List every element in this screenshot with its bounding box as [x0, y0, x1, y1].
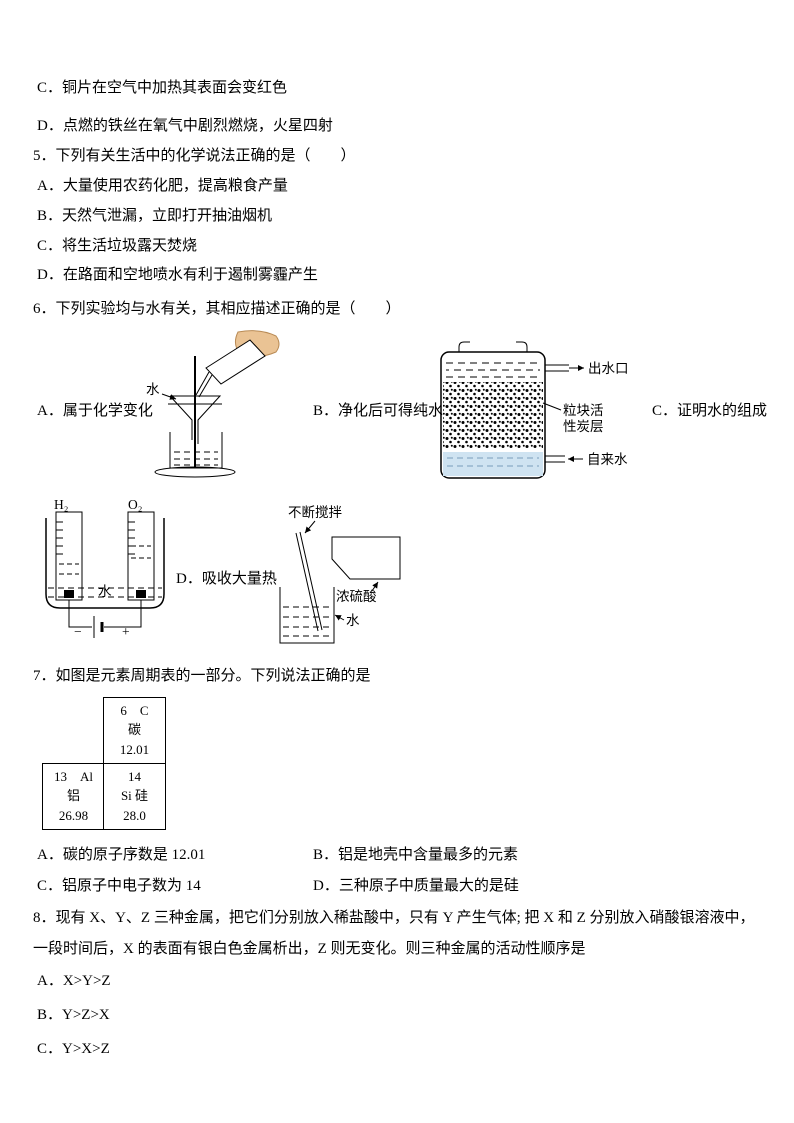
o2-label: O₂	[128, 497, 142, 512]
element-name: 碳	[127, 722, 141, 738]
element-number: 14	[128, 769, 141, 785]
figure-d-caption: D．吸收大量热	[176, 571, 277, 587]
periodic-cell-carbon: 6 C 碳 12.01	[103, 697, 166, 764]
periodic-cell-silicon: 14 Si 硅 28.0	[103, 763, 166, 830]
question-7-option-b: B．铝是地壳中含量最多的元素	[313, 847, 519, 863]
water-label: 水	[346, 613, 360, 628]
filtration-figure: 水	[146, 330, 280, 478]
question-8-option-a: A．X>Y>Z	[37, 973, 111, 989]
electrolysis-figure: H₂ O₂ 水 − +	[45, 497, 165, 639]
purification-figure: 出水口 粒块活 性炭层 自来水	[440, 341, 629, 479]
question-7-option-a: A．碳的原子序数是 12.01	[37, 847, 206, 863]
question-8-stem: 8．现有 X、Y、Z 三种金属，把它们分别放入稀盐酸中，只有 Y 产生气体; 把…	[33, 910, 755, 957]
element-name: 铝	[66, 788, 80, 804]
question-8-option-b: B．Y>Z>X	[37, 1007, 110, 1023]
battery-minus-label: −	[74, 624, 82, 639]
option-line: D．点燃的铁丝在氧气中剧烈燃烧，火星四射	[37, 118, 333, 134]
element-number-symbol: 13 Al	[53, 769, 93, 785]
question-7-option-d: D．三种原子中质量最大的是硅	[313, 878, 519, 894]
question-8-option-c: C．Y>X>Z	[37, 1041, 110, 1057]
question-7-stem: 7．如图是元素周期表的一部分。下列说法正确的是	[33, 668, 371, 684]
carbon-label-line1: 粒块活	[563, 403, 604, 418]
battery-plus-label: +	[122, 624, 130, 639]
element-symbol-name: Si 硅	[120, 788, 149, 804]
water-label: 水	[146, 382, 160, 397]
element-mass: 12.01	[119, 741, 150, 757]
element-mass: 26.98	[58, 807, 89, 823]
question-5-option-b: B．天然气泄漏，立即打开抽油烟机	[37, 208, 273, 224]
periodic-table-figure: 6 C 碳 12.01 13 Al 铝 26.98 14 Si 硅 28.0	[42, 697, 167, 831]
figure-c-caption: C．证明水的组成	[652, 403, 768, 419]
question-6-stem: 6．下列实验均与水有关，其相应描述正确的是（ ）	[33, 301, 401, 317]
figure-a-caption: A．属于化学变化	[37, 403, 153, 419]
question-7-option-c: C．铝原子中电子数为 14	[37, 878, 201, 894]
figure-b-caption: B．净化后可得纯水	[313, 403, 444, 419]
activated-carbon-layer	[443, 382, 543, 448]
tap-water-label: 自来水	[587, 452, 628, 467]
question-5-stem: 5．下列有关生活中的化学说法正确的是（ ）	[33, 148, 356, 164]
stirring-label: 不断搅拌	[288, 505, 342, 520]
question-5-option-a: A．大量使用农药化肥，提高粮食产量	[37, 178, 288, 194]
h2-label: H₂	[54, 497, 68, 512]
carbon-label-line2: 性炭层	[563, 419, 604, 434]
question-5-option-d: D．在路面和空地喷水有利于遏制雾霾产生	[37, 267, 318, 283]
water-label: 水	[98, 584, 112, 599]
option-line: C．铜片在空气中加热其表面会变红色	[37, 80, 288, 96]
outlet-label: 出水口	[588, 361, 629, 376]
tap-water-layer	[443, 452, 543, 476]
element-number-symbol: 6 C	[120, 703, 149, 719]
question-5-option-c: C．将生活垃圾露天焚烧	[37, 238, 198, 254]
dilution-figure: 不断搅拌 浓硫酸 水	[279, 505, 401, 644]
element-mass: 28.0	[123, 807, 146, 823]
periodic-cell-aluminum: 13 Al 铝 26.98	[42, 763, 105, 830]
acid-label: 浓硫酸	[336, 589, 377, 604]
